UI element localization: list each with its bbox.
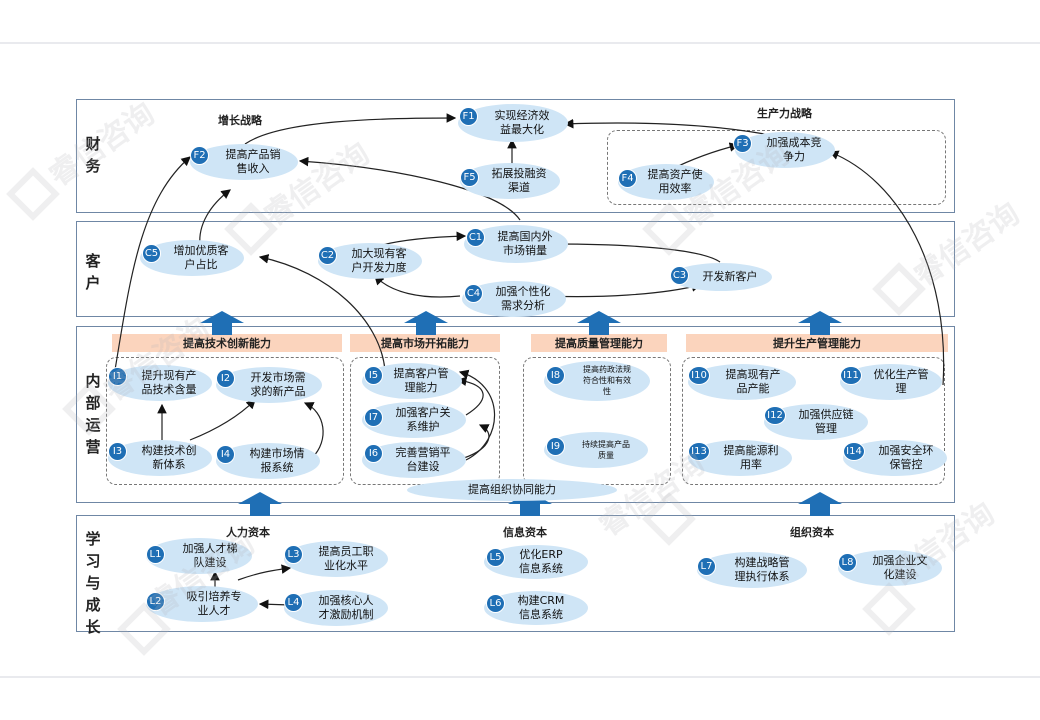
badge-i13: I13 — [688, 442, 710, 461]
edge-c4-c2 — [374, 275, 461, 298]
node-f3: 加强成本竞 争力 — [735, 132, 835, 168]
finance-label: 财务 — [85, 135, 101, 175]
customer-label: 客户 — [85, 252, 101, 292]
tech-header: 提高技术创新能力 — [112, 334, 342, 352]
edge-i11-f3 — [828, 150, 945, 386]
badge-l7: L7 — [697, 557, 716, 576]
badge-i12: I12 — [764, 406, 786, 425]
badge-i5: I5 — [364, 366, 383, 385]
badge-i8: I8 — [546, 366, 565, 385]
production-group — [682, 357, 945, 485]
edge-i7-i5 — [456, 376, 484, 416]
badge-i2: I2 — [216, 369, 235, 388]
badge-l5: L5 — [486, 548, 505, 567]
edge-c1-f2 — [298, 156, 521, 221]
tech-group — [106, 357, 344, 485]
info-capital-title: 信息资本 — [503, 526, 547, 539]
up-arrow-4 — [798, 311, 842, 335]
badge-i14: I14 — [843, 442, 865, 461]
badge-i6: I6 — [364, 444, 383, 463]
up-arrow-2 — [404, 311, 448, 335]
market-header: 提高市场开拓能力 — [350, 334, 500, 352]
badge-l1: L1 — [146, 545, 165, 564]
badge-i1: I1 — [108, 367, 127, 386]
badge-i3: I3 — [108, 442, 127, 461]
org-capital-title: 组织资本 — [790, 526, 834, 539]
edge-f2-f1 — [244, 113, 457, 145]
productivity-group — [607, 130, 946, 205]
badge-l3: L3 — [284, 545, 303, 564]
badge-i4: I4 — [216, 445, 235, 464]
edge-c3-c1 — [553, 239, 721, 263]
badge-i7: I7 — [364, 408, 383, 427]
badge-i11: I11 — [840, 366, 862, 385]
growth-strategy-title: 增长战略 — [218, 114, 262, 127]
node-l8: 加强企业文 化建设 — [838, 550, 942, 586]
badge-l2: L2 — [146, 592, 165, 611]
badge-f3: F3 — [733, 134, 752, 153]
node-l6: 构建CRM 信息系统 — [484, 591, 588, 625]
edge-i5-c5 — [258, 254, 386, 371]
quality-header: 提高质量管理能力 — [531, 334, 667, 352]
edge-i4-i2 — [303, 402, 324, 459]
node-f2: 提高产品销 售收入 — [190, 144, 298, 180]
org-collaboration-node: 提高组织协同能力 — [407, 479, 617, 501]
node-i6: 完善营销平 台建设 — [362, 442, 466, 478]
badge-c2: C2 — [318, 246, 337, 265]
badge-c1: C1 — [466, 228, 485, 247]
node-i4: 构建市场情 报系统 — [216, 443, 320, 479]
productivity-strategy-title: 生产力战略 — [757, 107, 812, 120]
node-f4: 提高资产使 用效率 — [618, 164, 714, 200]
up-arrow-3 — [577, 311, 621, 335]
node-c2: 加大现有客 户开发力度 — [318, 243, 422, 279]
badge-i9: I9 — [546, 437, 565, 456]
top-divider — [0, 42, 1040, 44]
production-header: 提升生产管理能力 — [686, 334, 948, 352]
up-arrow-1 — [200, 311, 244, 335]
edge-c5-f2 — [199, 189, 231, 246]
edge-i6-i5 — [458, 369, 496, 461]
badge-c5: C5 — [142, 244, 161, 263]
node-l3: 提高员工职 业化水平 — [284, 541, 388, 577]
badge-f5: F5 — [460, 168, 479, 187]
bottom-divider — [0, 676, 1040, 678]
node-i3: 构建技术创 新体系 — [108, 440, 212, 476]
node-i7: 加强客户关 系维护 — [362, 402, 466, 438]
badge-l8: L8 — [838, 553, 857, 572]
node-l4: 加强核心人 才激励机制 — [284, 590, 388, 626]
internal-label: 内部运营 — [85, 372, 101, 456]
edge-i1-f2 — [114, 156, 191, 371]
badge-l6: L6 — [486, 594, 505, 613]
up-arrow-7 — [798, 492, 842, 516]
edge-i3-i2 — [189, 399, 256, 441]
badge-i10: I10 — [688, 366, 710, 385]
edge-c4-c3 — [544, 282, 702, 298]
edge-i6-i7 — [463, 424, 490, 459]
human-capital-title: 人力资本 — [226, 526, 270, 539]
badge-c4: C4 — [464, 284, 483, 303]
edge-l1-l3 — [237, 564, 292, 581]
badge-f4: F4 — [618, 169, 637, 188]
badge-c3: C3 — [670, 266, 689, 285]
edge-f3-f1 — [563, 118, 771, 136]
badge-f2: F2 — [190, 146, 209, 165]
learning-label: 学习与成长 — [85, 530, 101, 636]
badge-l4: L4 — [284, 593, 303, 612]
badge-f1: F1 — [459, 107, 478, 126]
up-arrow-5 — [238, 492, 282, 516]
